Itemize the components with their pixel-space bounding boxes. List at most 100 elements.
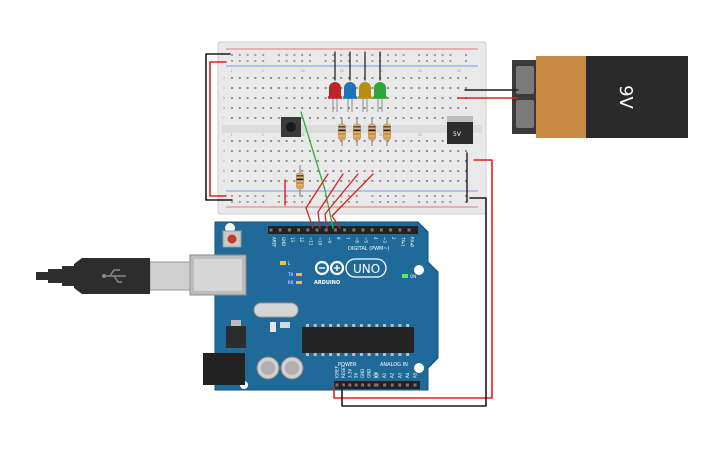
breadboard-hole[interactable]: [402, 160, 405, 162]
breadboard-hole[interactable]: [348, 170, 350, 172]
breadboard-hole[interactable]: [449, 150, 452, 152]
rail-hole[interactable]: [355, 201, 358, 203]
breadboard-hole[interactable]: [277, 107, 280, 109]
breadboard-hole[interactable]: [340, 180, 343, 182]
breadboard-hole[interactable]: [340, 87, 343, 89]
breadboard-hole[interactable]: [238, 117, 241, 119]
breadboard-hole[interactable]: [332, 117, 335, 119]
breadboard-hole[interactable]: [441, 117, 444, 119]
analog-pin[interactable]: [383, 383, 387, 387]
breadboard-hole[interactable]: [465, 170, 467, 172]
rail-hole[interactable]: [262, 195, 265, 197]
breadboard-hole[interactable]: [441, 180, 444, 182]
breadboard-hole[interactable]: [301, 87, 304, 89]
breadboard-hole[interactable]: [246, 160, 249, 162]
breadboard-hole[interactable]: [371, 150, 374, 152]
rail-hole[interactable]: [309, 195, 311, 197]
breadboard-hole[interactable]: [363, 117, 366, 119]
breadboard-hole[interactable]: [387, 160, 389, 162]
power-pin[interactable]: [335, 383, 339, 387]
breadboard-hole[interactable]: [402, 117, 405, 119]
breadboard-hole[interactable]: [433, 180, 436, 182]
digital-pin[interactable]: [370, 228, 374, 232]
breadboard-hole[interactable]: [379, 117, 382, 119]
rail-hole[interactable]: [246, 54, 249, 56]
breadboard-hole[interactable]: [441, 87, 444, 89]
breadboard-hole[interactable]: [246, 97, 249, 99]
breadboard-hole[interactable]: [465, 150, 467, 152]
rail-hole[interactable]: [231, 60, 233, 62]
breadboard-hole[interactable]: [340, 140, 343, 142]
breadboard-hole[interactable]: [285, 77, 288, 79]
rail-hole[interactable]: [465, 60, 467, 62]
rail-hole[interactable]: [277, 195, 280, 197]
rail-hole[interactable]: [301, 60, 304, 62]
rail-hole[interactable]: [262, 54, 265, 56]
rail-hole[interactable]: [348, 60, 350, 62]
rail-hole[interactable]: [332, 195, 335, 197]
breadboard-hole[interactable]: [324, 117, 327, 119]
battery-9v[interactable]: 9V: [512, 56, 688, 138]
rail-hole[interactable]: [324, 60, 327, 62]
breadboard-hole[interactable]: [324, 107, 327, 109]
breadboard-hole[interactable]: [426, 140, 428, 142]
rail-hole[interactable]: [301, 201, 304, 203]
rail-hole[interactable]: [387, 195, 389, 197]
power-pin[interactable]: [373, 383, 377, 387]
rail-hole[interactable]: [238, 201, 241, 203]
breadboard-hole[interactable]: [449, 160, 452, 162]
breadboard-hole[interactable]: [394, 160, 397, 162]
breadboard-hole[interactable]: [394, 170, 397, 172]
breadboard-hole[interactable]: [371, 160, 374, 162]
breadboard-hole[interactable]: [301, 160, 304, 162]
rail-hole[interactable]: [285, 195, 288, 197]
reset-button-cap[interactable]: [227, 234, 237, 244]
breadboard-hole[interactable]: [254, 140, 257, 142]
breadboard-hole[interactable]: [410, 87, 413, 89]
breadboard-hole[interactable]: [441, 77, 444, 79]
breadboard-hole[interactable]: [238, 77, 241, 79]
breadboard-hole[interactable]: [246, 140, 249, 142]
breadboard-hole[interactable]: [293, 160, 296, 162]
breadboard-hole[interactable]: [254, 77, 257, 79]
breadboard-hole[interactable]: [270, 107, 272, 109]
breadboard-hole[interactable]: [418, 180, 421, 182]
breadboard-hole[interactable]: [285, 140, 288, 142]
breadboard-hole[interactable]: [262, 160, 265, 162]
rail-hole[interactable]: [379, 195, 382, 197]
breadboard-hole[interactable]: [316, 160, 319, 162]
rail-hole[interactable]: [426, 54, 428, 56]
breadboard-hole[interactable]: [316, 117, 319, 119]
breadboard-hole[interactable]: [387, 97, 389, 99]
breadboard-hole[interactable]: [379, 150, 382, 152]
breadboard-hole[interactable]: [394, 87, 397, 89]
breadboard-hole[interactable]: [285, 107, 288, 109]
breadboard-hole[interactable]: [316, 97, 319, 99]
breadboard-hole[interactable]: [355, 180, 358, 182]
breadboard-hole[interactable]: [231, 160, 233, 162]
breadboard-hole[interactable]: [270, 117, 272, 119]
breadboard-hole[interactable]: [426, 97, 428, 99]
breadboard-hole[interactable]: [262, 170, 265, 172]
rail-hole[interactable]: [449, 60, 452, 62]
breadboard-hole[interactable]: [387, 107, 389, 109]
breadboard-hole[interactable]: [394, 140, 397, 142]
breadboard-hole[interactable]: [410, 117, 413, 119]
breadboard-hole[interactable]: [238, 97, 241, 99]
breadboard-hole[interactable]: [433, 107, 436, 109]
breadboard-hole[interactable]: [309, 107, 311, 109]
breadboard-hole[interactable]: [441, 107, 444, 109]
digital-header-pins[interactable]: [269, 228, 411, 232]
breadboard-hole[interactable]: [418, 107, 421, 109]
analog-pin[interactable]: [405, 383, 409, 387]
breadboard-hole[interactable]: [231, 107, 233, 109]
led-green[interactable]: [373, 82, 387, 112]
analog-pin[interactable]: [398, 383, 402, 387]
breadboard-hole[interactable]: [293, 107, 296, 109]
breadboard-hole[interactable]: [277, 77, 280, 79]
breadboard-hole[interactable]: [270, 150, 272, 152]
breadboard-hole[interactable]: [293, 170, 296, 172]
breadboard-hole[interactable]: [433, 140, 436, 142]
digital-pin[interactable]: [398, 228, 402, 232]
breadboard-hole[interactable]: [426, 107, 428, 109]
